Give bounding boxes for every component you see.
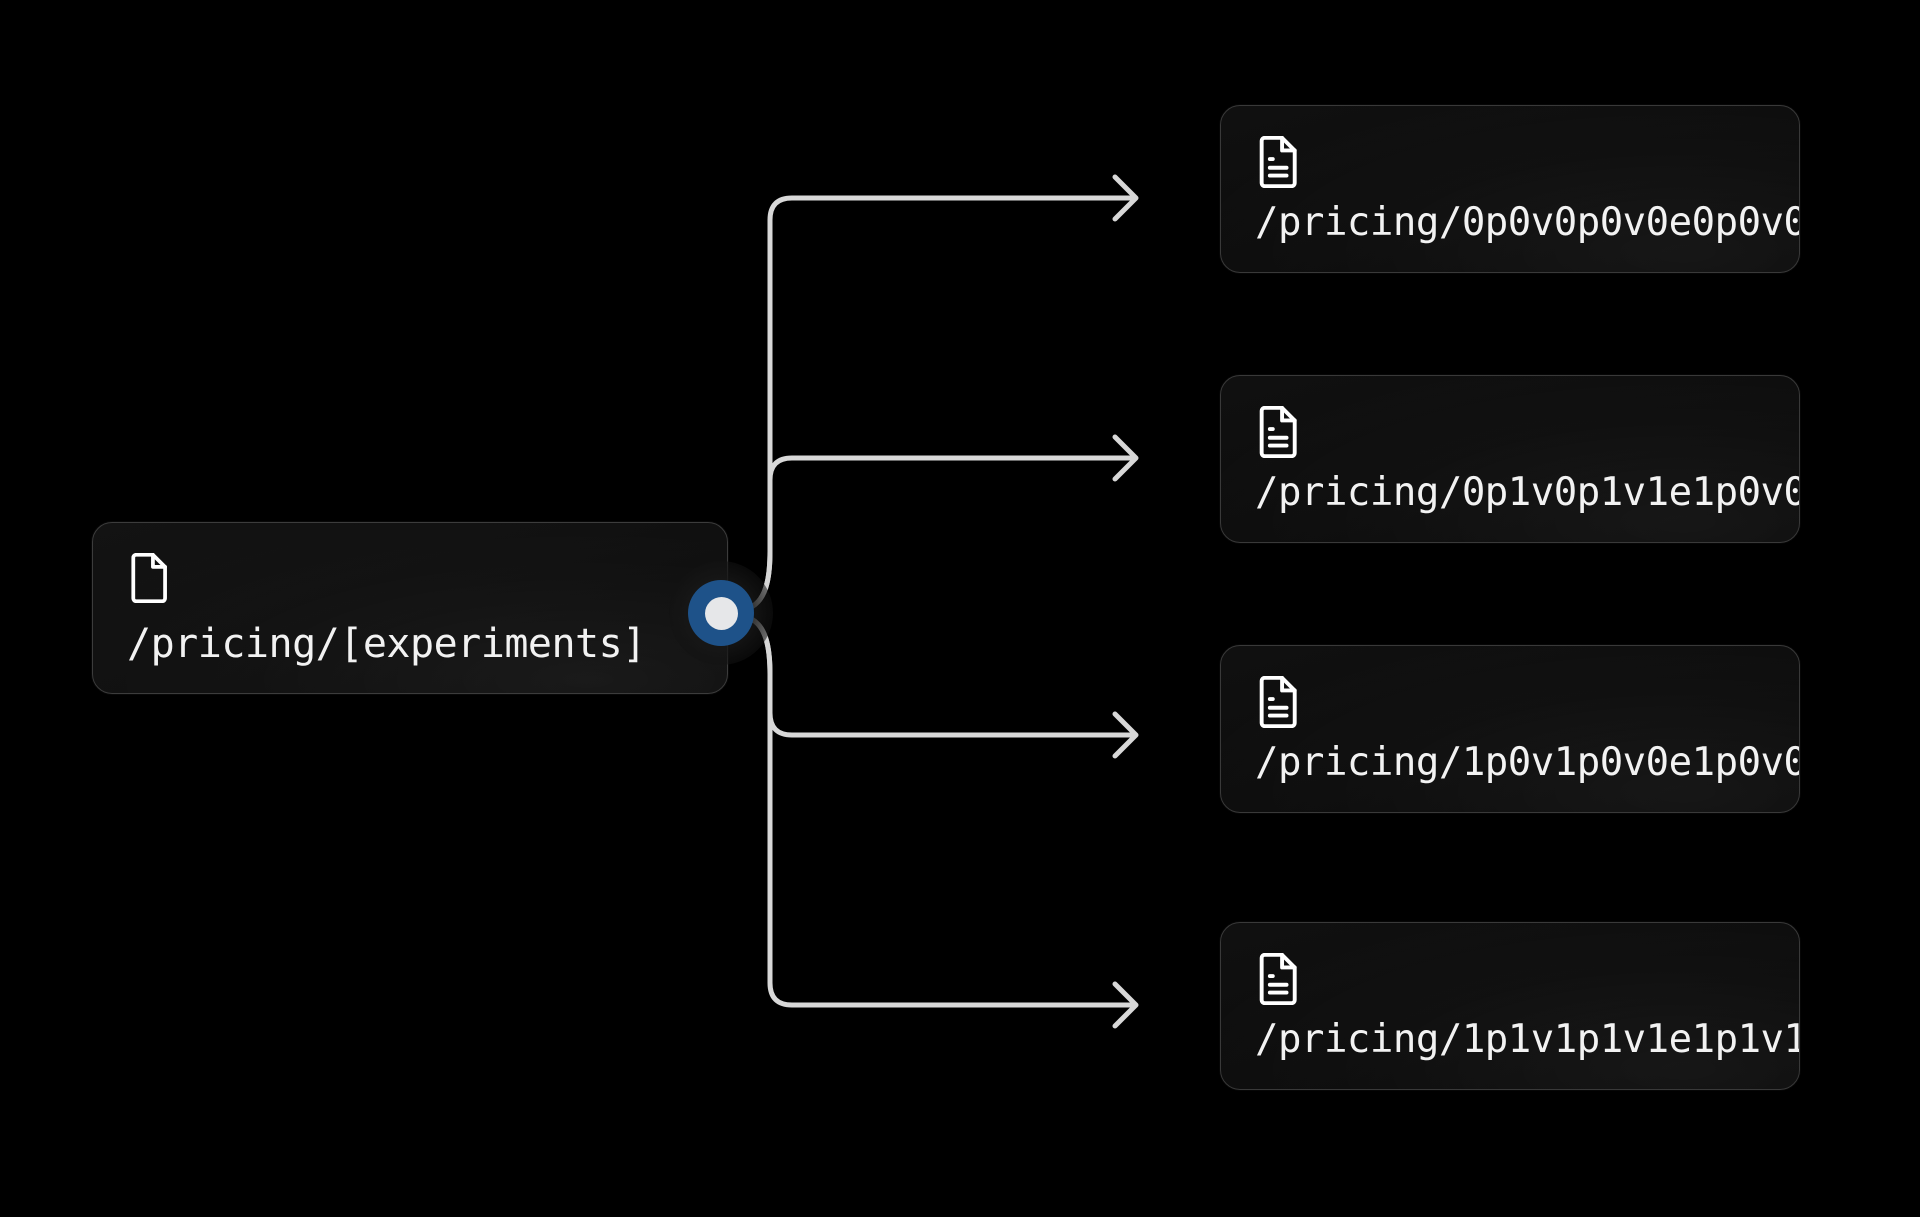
document-lines-icon [1255,406,1765,458]
target-node[interactable]: /pricing/0p0v0p0v0e0p0v0 [1220,105,1800,273]
source-output-handle[interactable] [669,561,773,665]
handle-dot [704,596,738,630]
target-node-label: /pricing/1p0v1p0v0e1p0v0 [1255,740,1800,786]
arrowhead-edge-3 [1112,981,1139,1029]
arrowhead-edge-2 [1112,711,1139,759]
arrowhead-edge-0 [1112,174,1139,222]
document-icon [127,553,693,603]
document-lines-icon [1255,676,1765,728]
arrowhead-edge-1 [1112,434,1139,482]
target-node[interactable]: /pricing/1p0v1p0v0e1p0v0 [1220,645,1800,813]
target-node[interactable]: /pricing/1p1v1p1v1e1p1v1 [1220,922,1800,1090]
source-node-label: /pricing/[experiments] [127,621,646,667]
document-lines-icon [1255,136,1765,188]
handle-ring [688,580,754,646]
target-node[interactable]: /pricing/0p1v0p1v1e1p0v0 [1220,375,1800,543]
edge-path-edge-0 [718,195,1136,616]
source-node[interactable]: /pricing/[experiments] [92,522,728,694]
edge-path-edge-3 [718,610,1136,1008]
edge-path-edge-2 [718,610,1136,738]
target-node-label: /pricing/0p0v0p0v0e0p0v0 [1255,200,1800,246]
target-node-label: /pricing/1p1v1p1v1e1p1v1 [1255,1017,1800,1063]
target-node-label: /pricing/0p1v0p1v1e1p0v0 [1255,470,1800,516]
document-lines-icon [1255,953,1765,1005]
edge-path-edge-1 [718,455,1136,616]
